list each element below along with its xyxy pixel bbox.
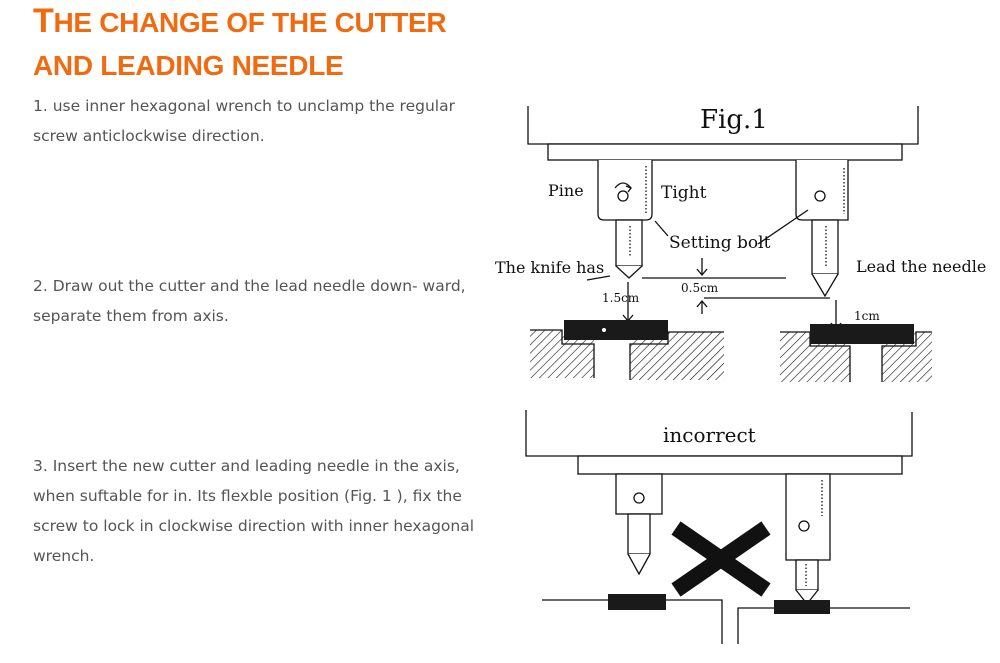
fig1-knife-body — [615, 219, 643, 267]
fig1-left-screw-icon — [617, 190, 629, 202]
incorrect-label: incorrect — [663, 423, 756, 447]
fig1-label: Fig.1 — [700, 105, 768, 135]
title-line1-rest: HE CHANGE OF THE CUTTER — [53, 7, 447, 38]
fig1-needle-body — [811, 219, 839, 275]
pine-label: Pine — [548, 181, 584, 200]
fig1-needle-tip — [811, 273, 839, 298]
step-2-text: 2. Draw out the cutter and the lead need… — [33, 277, 466, 325]
tight-label: Tight — [661, 183, 707, 203]
dim-05-label: 0.5cm — [681, 281, 719, 295]
cutter-figure: Fig.1 Pine Tight Setting bolt The knife … — [495, 105, 986, 644]
incorrect-left-holder — [615, 473, 663, 515]
knife-has-label: The knife has — [495, 258, 604, 277]
incorrect-x-mark — [671, 521, 771, 597]
title-line2: AND LEADING NEEDLE — [33, 50, 344, 81]
fig1-left-material — [564, 320, 668, 340]
dim-15-label: 1.5cm — [602, 291, 640, 305]
incorrect-right-holder — [785, 473, 831, 561]
lead-needle-label: Lead the needle — [856, 257, 986, 276]
fig1-left-holder — [597, 160, 653, 221]
title-first-letter: T — [33, 2, 54, 40]
fig1-rotation-arrow-icon — [614, 182, 632, 189]
fig1-knife-tip — [615, 265, 643, 279]
step-3-text: 3. Insert the new cutter and leading nee… — [33, 457, 475, 565]
setting-bolt-leader — [654, 220, 669, 237]
dim-1-label: 1cm — [854, 309, 880, 323]
fig1-right-material — [810, 324, 914, 344]
fig1-axis-bar — [547, 143, 903, 161]
fig1-right-holder — [795, 160, 849, 221]
step-1-text: 1. use inner hexagonal wrench to unclamp… — [33, 97, 455, 145]
fig1-right-screw-icon — [814, 190, 826, 202]
setting-bolt-label: Setting bolt — [669, 233, 771, 253]
page-title: THE CHANGE OF THE CUTTER AND LEADING NEED… — [33, 0, 447, 87]
